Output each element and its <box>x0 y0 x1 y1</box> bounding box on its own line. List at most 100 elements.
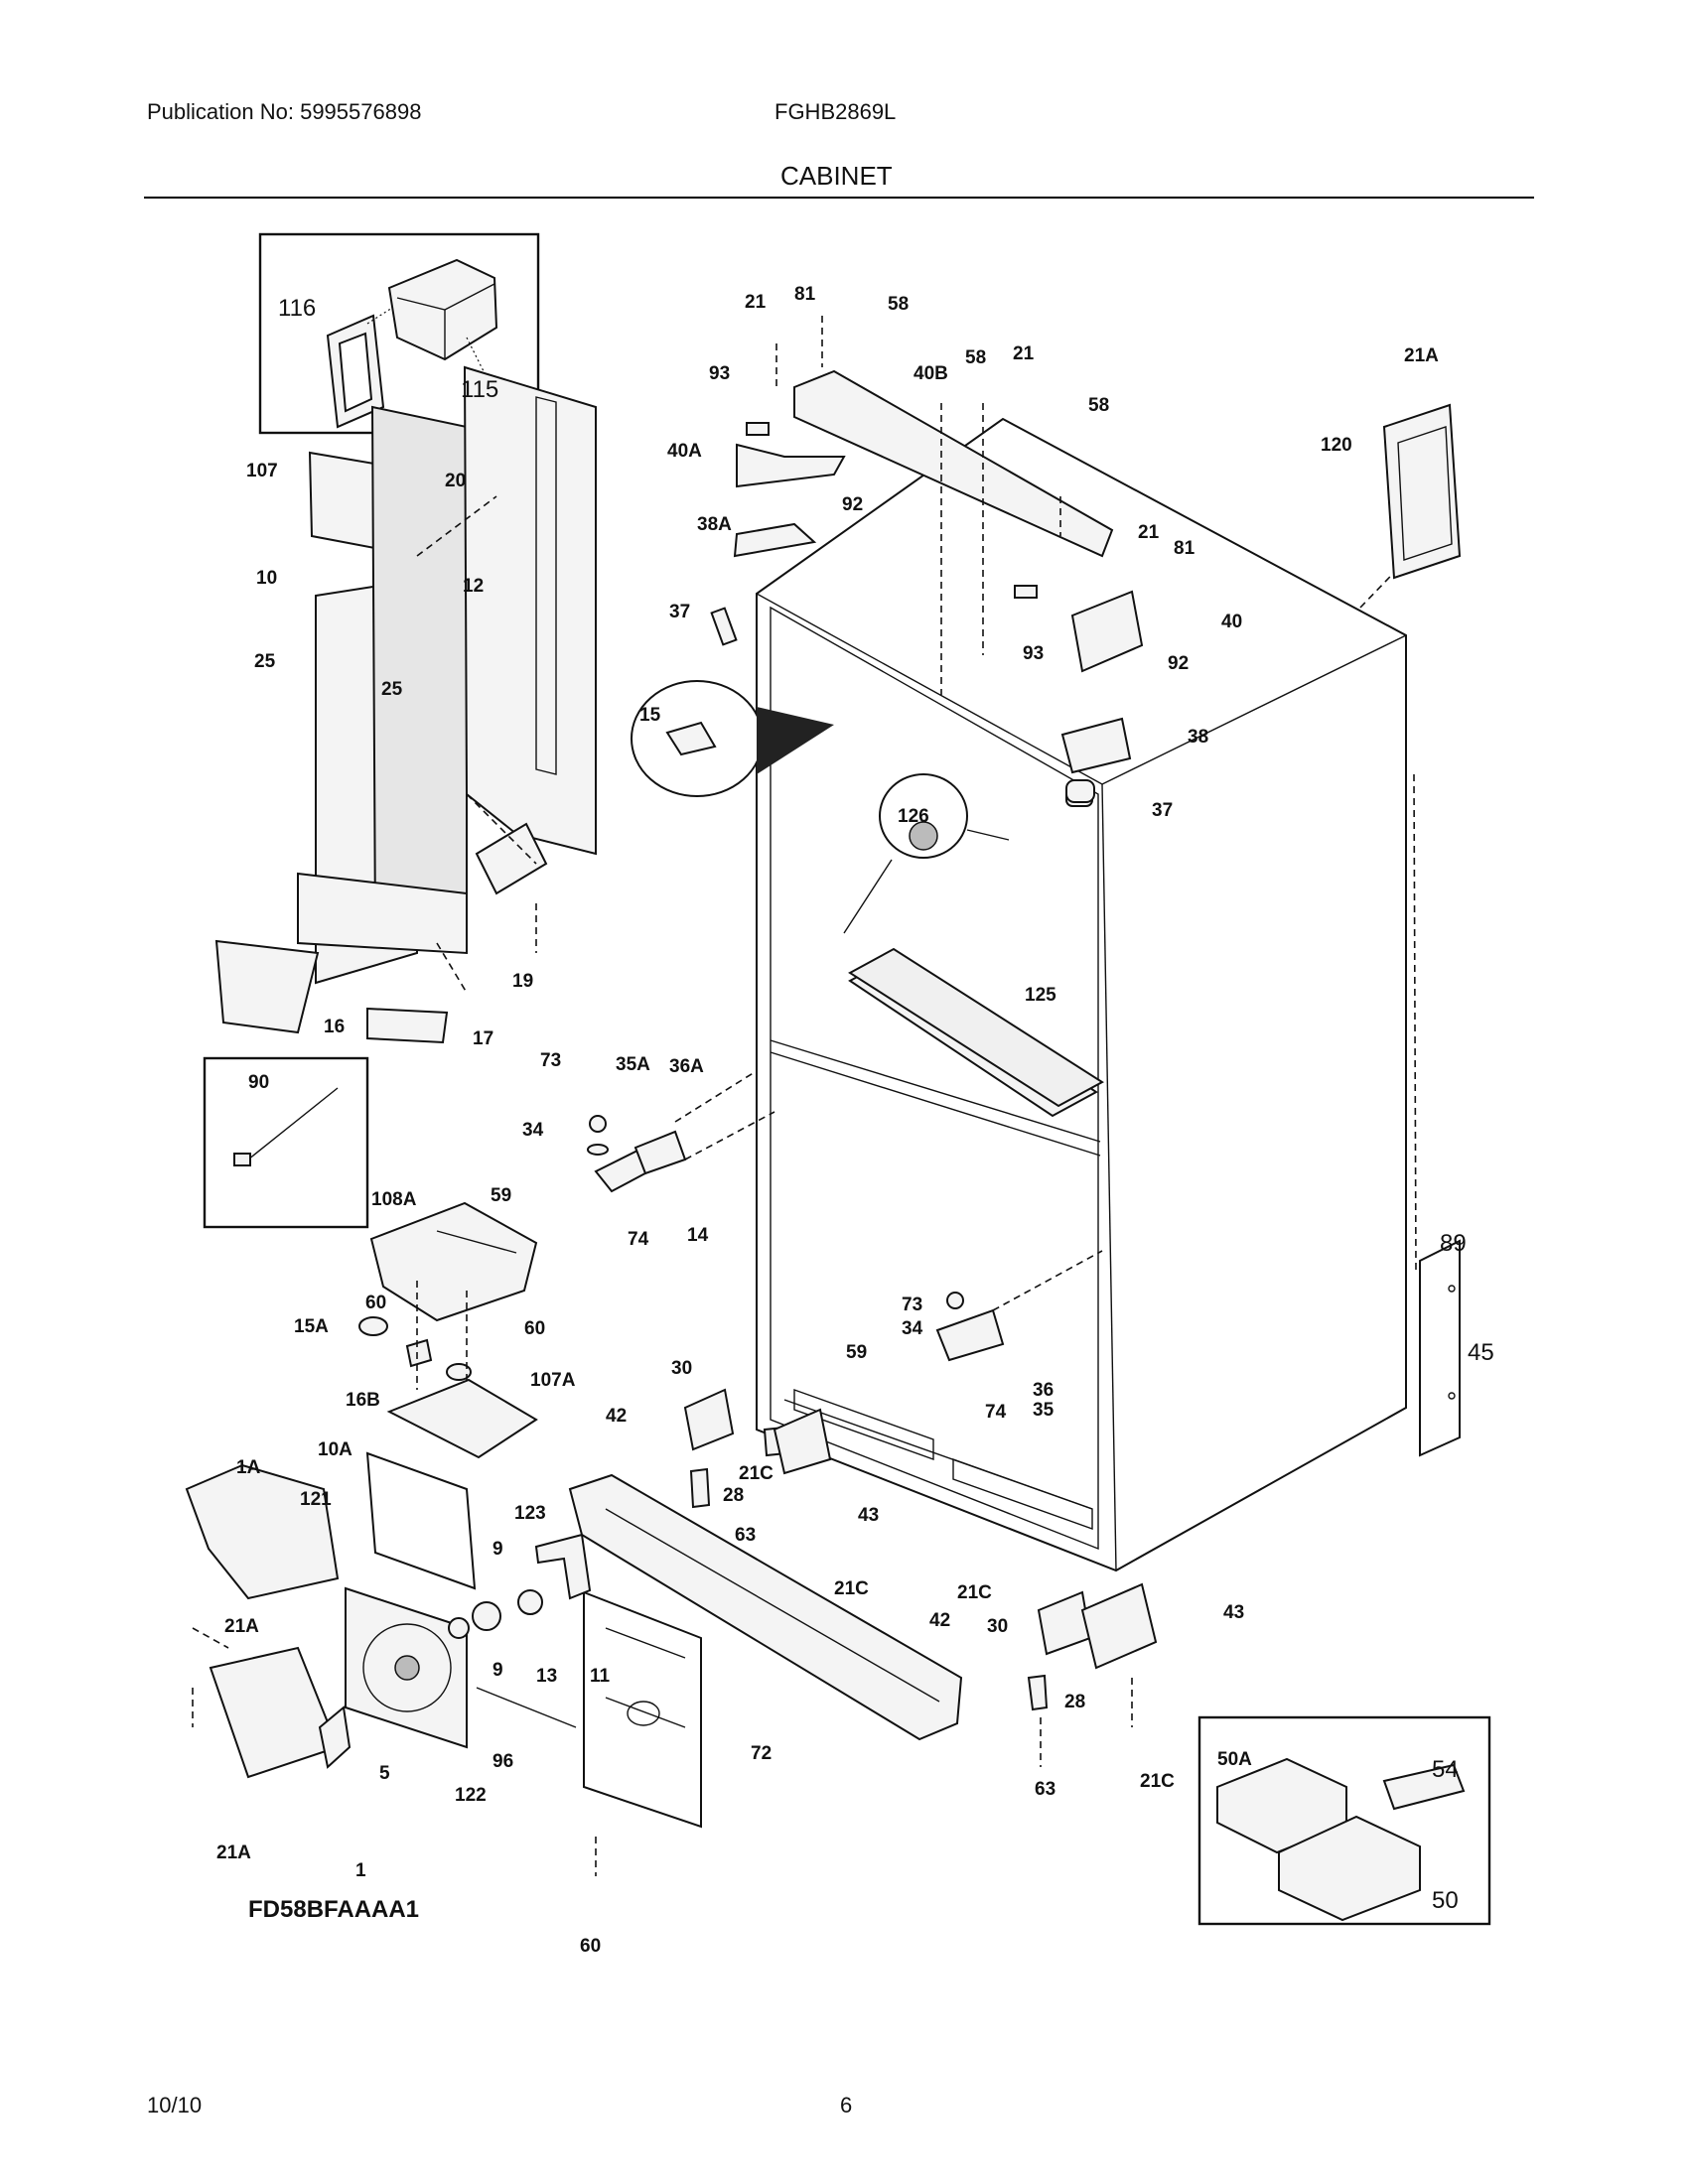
toe-grille <box>568 1473 963 1741</box>
callout-42: 42 <box>929 1610 950 1631</box>
callout-19: 19 <box>512 971 533 992</box>
callout-16b: 16B <box>346 1390 380 1411</box>
callout-58: 58 <box>1088 395 1109 416</box>
callout-122: 122 <box>455 1785 487 1806</box>
callout-89: 89 <box>1440 1230 1467 1257</box>
callout-21c: 21C <box>1140 1771 1175 1792</box>
header-rule <box>144 197 1534 199</box>
lower-fan-assembly <box>185 1451 702 1876</box>
callout-58: 58 <box>965 347 986 368</box>
footer-date: 10/10 <box>147 2093 203 2117</box>
callout-38a: 38A <box>697 514 732 535</box>
callout-125: 125 <box>1025 985 1056 1006</box>
callout-36a: 36A <box>669 1056 704 1077</box>
callout-43: 43 <box>1223 1602 1244 1623</box>
callout-21a: 21A <box>1404 345 1439 366</box>
callout-37: 37 <box>669 602 690 622</box>
callout-73: 73 <box>540 1050 561 1071</box>
diagram-code: FD58BFAAAA1 <box>248 1896 420 1923</box>
callout-60: 60 <box>580 1936 601 1957</box>
callout-25: 25 <box>254 651 276 672</box>
divider-shelf <box>848 947 1104 1108</box>
callout-72: 72 <box>751 1743 772 1764</box>
left-duct-assembly <box>214 365 597 1044</box>
refrigerator-cabinet <box>756 417 1417 1572</box>
callout-15a: 15A <box>294 1316 329 1337</box>
callout-58: 58 <box>888 294 909 315</box>
callout-74: 74 <box>985 1402 1007 1423</box>
callout-35: 35 <box>1033 1400 1055 1421</box>
callout-38: 38 <box>1188 727 1208 748</box>
callout-21c: 21C <box>957 1582 992 1603</box>
callout-90: 90 <box>248 1072 269 1093</box>
callout-59: 59 <box>491 1185 511 1206</box>
callout-123: 123 <box>514 1503 546 1524</box>
callout-107a: 107A <box>530 1370 576 1391</box>
callout-45: 45 <box>1468 1339 1494 1366</box>
callout-10: 10 <box>256 568 277 589</box>
center-hinge-upper <box>587 1071 775 1193</box>
top-hinge-cover-assembly <box>710 316 1144 807</box>
callout-15: 15 <box>639 705 661 726</box>
callout-63: 63 <box>735 1525 756 1546</box>
callout-16: 16 <box>324 1017 345 1037</box>
callout-9: 9 <box>492 1660 503 1681</box>
callout-63: 63 <box>1035 1779 1055 1800</box>
callout-92: 92 <box>1168 653 1189 674</box>
callout-5: 5 <box>379 1763 390 1784</box>
callout-59: 59 <box>846 1342 867 1363</box>
page-number: 6 <box>840 2093 853 2117</box>
callout-42: 42 <box>606 1406 627 1427</box>
callout-40: 40 <box>1221 612 1242 632</box>
callout-93: 93 <box>709 363 730 384</box>
callout-14: 14 <box>687 1225 709 1246</box>
callout-126: 126 <box>898 806 929 827</box>
callout-30: 30 <box>671 1358 692 1379</box>
lower-hinge-right <box>683 1388 1158 1767</box>
callout-116: 116 <box>278 295 316 322</box>
callout-21: 21 <box>745 292 767 313</box>
callout-37: 37 <box>1152 800 1173 821</box>
callout-54: 54 <box>1432 1756 1459 1783</box>
callout-25: 25 <box>381 679 403 700</box>
section-title: CABINET <box>780 161 893 191</box>
callout-1a: 1A <box>236 1457 261 1478</box>
center-hinge-lower <box>935 1250 1103 1362</box>
callout-30: 30 <box>987 1616 1008 1637</box>
ice-maker-housing <box>358 1201 538 1459</box>
callout-21c: 21C <box>834 1578 869 1599</box>
callout-81: 81 <box>794 284 816 305</box>
model-number: FGHB2869L <box>774 99 897 124</box>
callout-34: 34 <box>902 1318 923 1339</box>
magnifier-callouts <box>631 680 1095 934</box>
callout-28: 28 <box>723 1485 744 1506</box>
callout-81: 81 <box>1174 538 1196 559</box>
callout-60: 60 <box>365 1293 386 1313</box>
callout-21: 21 <box>1138 522 1160 543</box>
callout-21: 21 <box>1013 343 1035 364</box>
callout-9: 9 <box>492 1539 503 1560</box>
callout-108a: 108A <box>371 1189 417 1210</box>
callout-73: 73 <box>902 1295 922 1315</box>
callout-120: 120 <box>1321 435 1352 456</box>
callout-21a: 21A <box>224 1616 259 1637</box>
callout-40a: 40A <box>667 441 702 462</box>
publication-number: Publication No: 5995576898 <box>147 99 422 124</box>
inset-box-crisper-covers <box>1197 1715 1491 1926</box>
callout-50a: 50A <box>1217 1749 1252 1770</box>
callout-50: 50 <box>1432 1887 1459 1914</box>
callout-35a: 35A <box>616 1054 650 1075</box>
callout-121: 121 <box>300 1489 332 1510</box>
callout-60: 60 <box>524 1318 545 1339</box>
callout-11: 11 <box>590 1666 611 1687</box>
callout-43: 43 <box>858 1505 879 1526</box>
callout-labels: 116 115 107 20 10 12 25 25 19 16 17 90 2… <box>216 284 1494 1957</box>
callout-21c: 21C <box>739 1463 774 1484</box>
callout-1: 1 <box>355 1860 366 1881</box>
callout-21a: 21A <box>216 1843 251 1863</box>
callout-20: 20 <box>445 471 466 491</box>
callout-92: 92 <box>842 494 863 515</box>
callout-40b: 40B <box>914 363 948 384</box>
callout-96: 96 <box>492 1751 513 1772</box>
